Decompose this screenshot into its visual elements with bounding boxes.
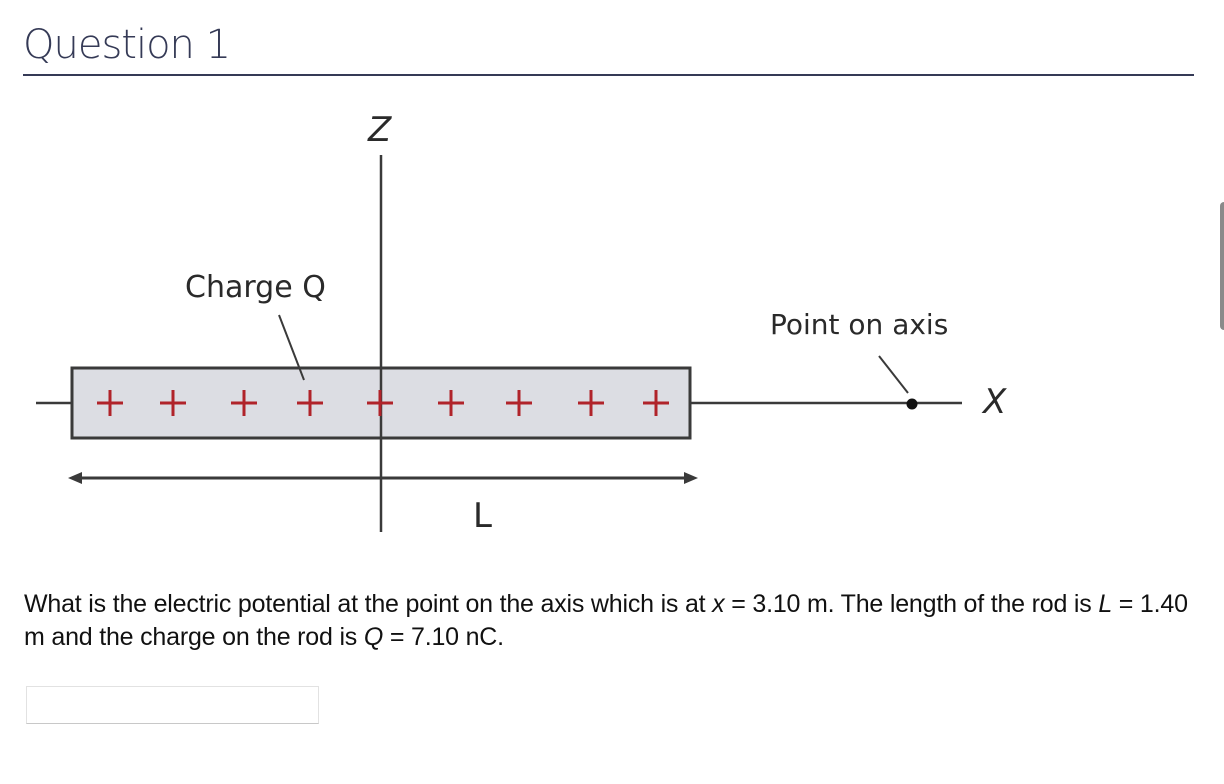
length-label: L — [473, 496, 492, 536]
var-x: x — [712, 590, 725, 618]
point-on-axis-dot — [906, 398, 918, 410]
charged-rod-diagram: Z Charge Q Point on axis X L — [0, 90, 1050, 550]
var-L: L — [1098, 590, 1113, 618]
point-label: Point on axis — [770, 308, 949, 341]
title-divider — [23, 74, 1194, 76]
question-prompt: What is the electric potential at the po… — [24, 590, 1188, 651]
point-pointer-line — [878, 355, 909, 394]
plus-signs — [97, 390, 669, 416]
x-axis-label: X — [983, 382, 1007, 422]
charge-label: Charge Q — [185, 270, 326, 305]
var-Q: Q — [363, 623, 384, 651]
z-axis-label: Z — [368, 110, 392, 150]
scrollbar-track[interactable] — [1212, 0, 1224, 784]
charge-pointer-line — [278, 314, 305, 381]
question-title: Question 1 — [23, 22, 231, 68]
answer-input[interactable] — [26, 686, 319, 724]
scrollbar-thumb[interactable] — [1220, 202, 1224, 330]
diagram-graphic — [36, 155, 962, 532]
